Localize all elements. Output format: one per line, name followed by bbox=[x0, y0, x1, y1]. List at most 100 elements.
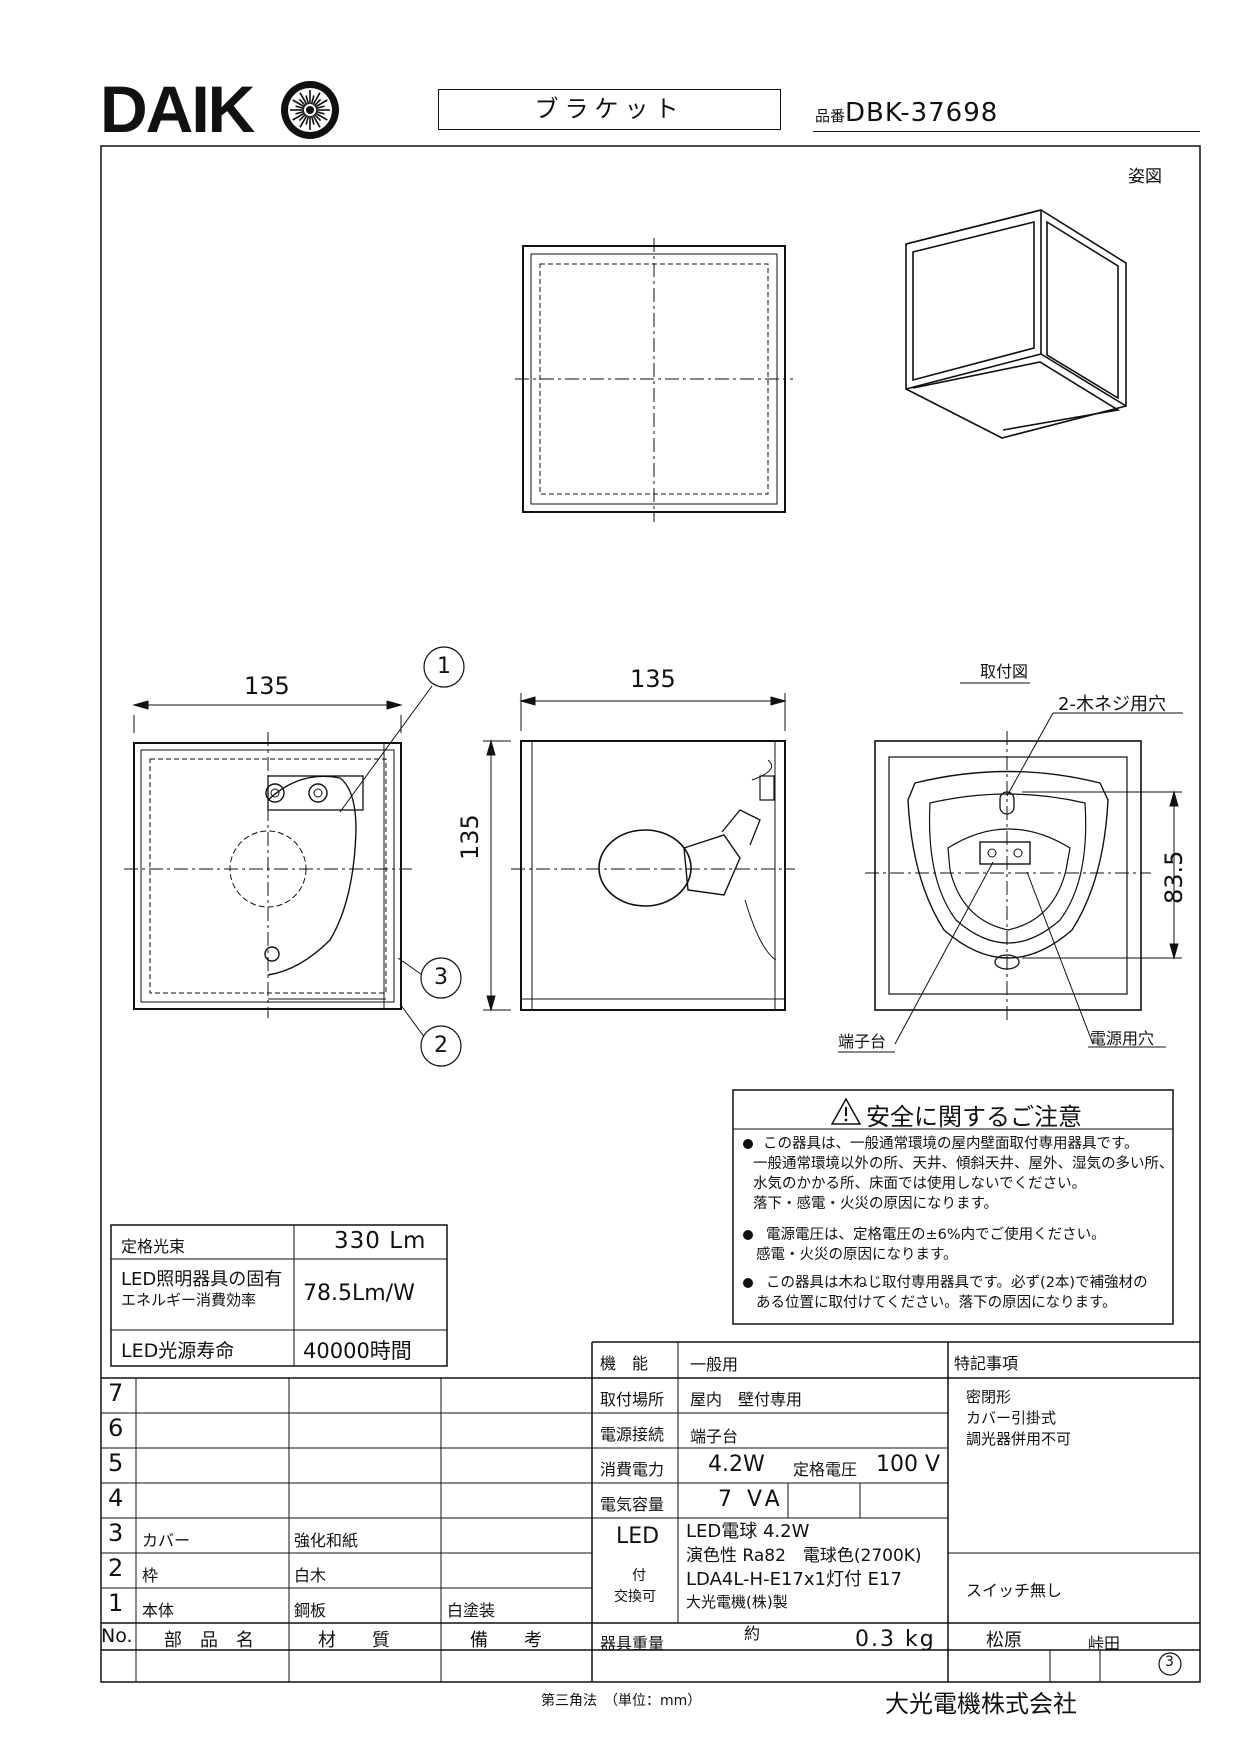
power-hole-label: 電源用穴 bbox=[1090, 1029, 1155, 1048]
safety-line: 感電・火災の原因になります。 bbox=[756, 1247, 958, 1263]
led-line: 演色性 Ra82 電球色(2700K) bbox=[686, 1546, 922, 1566]
company-name: 大光電機株式会社 bbox=[885, 1690, 1077, 1718]
safety-item-2: 電源電圧は、定格電圧の±6%内でご使用ください。 感電・火災の原因になります。 bbox=[756, 1225, 1106, 1265]
parts-header-name: 部 品 名 bbox=[164, 1630, 254, 1651]
safety-line: 一般通常環境以外の所、天井、傾斜天井、屋外、湿気の多い所、 bbox=[753, 1156, 1174, 1172]
warning-icon bbox=[830, 1097, 862, 1125]
callout-1: 1 bbox=[437, 654, 451, 679]
part-note: 白塗装 bbox=[447, 1601, 496, 1620]
led-details: LED電球 4.2W 演色性 Ra82 電球色(2700K) LDA4L-H-E… bbox=[686, 1520, 922, 1612]
dim-left-width bbox=[132, 700, 403, 733]
spec-label-eff: LED照明器具の固有 エネルギー消費効率 bbox=[121, 1270, 282, 1310]
note-line: カバー引掛式 bbox=[966, 1409, 1057, 1427]
row-no-1: 1 bbox=[108, 1589, 124, 1617]
row-no-4: 4 bbox=[108, 1484, 124, 1512]
leaders bbox=[339, 682, 1183, 1053]
connection-value: 端子台 bbox=[690, 1427, 739, 1446]
safety-item-3: この器具は木ねじ取付専用器具です。必ず(2本)で補強材の ある位置に取付けてくだ… bbox=[756, 1273, 1148, 1313]
spec-table-lines bbox=[110, 1224, 448, 1367]
product-type: ブラケット bbox=[534, 95, 685, 123]
screw-holes-label: 2-木ネジ用穴 bbox=[1058, 694, 1166, 715]
part-name: 枠 bbox=[142, 1566, 159, 1585]
spec-value-flux: 330 Lm bbox=[334, 1228, 427, 1254]
callout-circles bbox=[420, 646, 465, 1067]
spec-value-life: 40000時間 bbox=[303, 1339, 412, 1363]
callout-2: 2 bbox=[434, 1033, 448, 1058]
dim-left-width-label: 135 bbox=[244, 672, 290, 700]
parts-header-note: 備 考 bbox=[470, 1630, 542, 1651]
power-value: 4.2W bbox=[708, 1452, 765, 1477]
part-material: 白木 bbox=[294, 1566, 327, 1585]
terminal-label: 端子台 bbox=[838, 1032, 887, 1051]
mount-label: 取付場所 bbox=[600, 1390, 665, 1409]
callout-3: 3 bbox=[434, 965, 448, 990]
safety-item-1: この器具は、一般通常環境の屋内壁面取付専用器具です。 一般通常環境以外の所、天井… bbox=[753, 1134, 1174, 1214]
notes-lines: 密閉形 カバー引掛式 調光器併用不可 bbox=[966, 1387, 1071, 1450]
led-label: LED bbox=[616, 1524, 660, 1549]
part-no-value: DBK-37698 bbox=[845, 98, 999, 128]
led-line: LDA4L-H-E17x1灯付 E17 bbox=[686, 1569, 902, 1590]
safety-line: 落下・感電・火災の原因になります。 bbox=[753, 1196, 999, 1212]
spec-label-flux: 定格光束 bbox=[121, 1237, 186, 1256]
parts-header-no: No. bbox=[101, 1625, 133, 1647]
note-line: 調光器併用不可 bbox=[966, 1430, 1072, 1448]
brand-name: DAIK bbox=[100, 72, 255, 146]
part-name: 本体 bbox=[142, 1601, 175, 1620]
row-no-3: 3 bbox=[108, 1519, 124, 1547]
spec-label-life: LED光源寿命 bbox=[121, 1340, 235, 1362]
power-label: 消費電力 bbox=[600, 1460, 665, 1479]
safety-title: 安全に関するご注意 bbox=[866, 1103, 1082, 1131]
parts-header-material: 材 質 bbox=[318, 1630, 390, 1651]
iso-view bbox=[905, 208, 1127, 439]
part-name: カバー bbox=[142, 1531, 191, 1550]
weight-prefix: 約 bbox=[744, 1624, 761, 1643]
capacity-value: 7 VA bbox=[718, 1487, 784, 1512]
section-view bbox=[511, 740, 795, 1011]
mount-view bbox=[865, 731, 1151, 1020]
row-no-6: 6 bbox=[108, 1414, 124, 1442]
safety-line: この器具は木ねじ取付専用器具です。必ず(2本)で補強材の bbox=[766, 1275, 1148, 1291]
led-label-2: 付 bbox=[632, 1568, 646, 1584]
spec-label-eff-1: LED照明器具の固有 bbox=[121, 1269, 283, 1290]
dim-height bbox=[483, 739, 511, 1012]
function-value: 一般用 bbox=[690, 1355, 739, 1374]
mount-title: 取付図 bbox=[980, 662, 1029, 681]
voltage-label: 定格電圧 bbox=[793, 1460, 858, 1479]
part-no-underline bbox=[813, 131, 1200, 132]
safety-line: ある位置に取付けてください。落下の原因になります。 bbox=[756, 1295, 1117, 1311]
notes-title: 特記事項 bbox=[954, 1354, 1019, 1373]
dim-section-width bbox=[519, 693, 787, 731]
weight-value: 0.3 kg bbox=[855, 1627, 936, 1652]
checker: 峠田 bbox=[1088, 1634, 1121, 1653]
front-view-top bbox=[515, 238, 793, 522]
designer: 松原 bbox=[986, 1630, 1022, 1651]
function-label: 機 能 bbox=[600, 1354, 649, 1373]
dim-pitch bbox=[1022, 790, 1182, 960]
left-view bbox=[124, 732, 412, 1018]
weight-label: 器具重量 bbox=[600, 1634, 665, 1653]
switch-note: スイッチ無し bbox=[966, 1581, 1063, 1600]
row-no-5: 5 bbox=[108, 1449, 124, 1477]
mount-value: 屋内 壁付専用 bbox=[690, 1390, 803, 1409]
row-no-2: 2 bbox=[108, 1554, 124, 1582]
part-material: 強化和紙 bbox=[294, 1531, 359, 1550]
safety-line: この器具は、一般通常環境の屋内壁面取付専用器具です。 bbox=[763, 1136, 1139, 1152]
safety-line: 水気のかかる所、床面では使用しないでください。 bbox=[753, 1176, 1087, 1192]
revision: 3 bbox=[1165, 1654, 1174, 1670]
led-label-3: 交換可 bbox=[614, 1589, 656, 1605]
spec-label-eff-2: エネルギー消費効率 bbox=[121, 1291, 257, 1309]
part-no-label: 品番 bbox=[815, 107, 846, 125]
product-type-box: ブラケット bbox=[438, 89, 781, 130]
voltage-value: 100 V bbox=[876, 1452, 941, 1477]
bottom-table-lines bbox=[101, 1341, 1200, 1682]
appearance-label: 姿図 bbox=[1128, 167, 1162, 187]
dim-pitch-label: 83.5 bbox=[1160, 850, 1188, 904]
dim-height-label: 135 bbox=[456, 814, 484, 860]
part-material: 鋼板 bbox=[294, 1601, 327, 1620]
spec-value-eff: 78.5Lm/W bbox=[303, 1281, 415, 1306]
row-no-7: 7 bbox=[108, 1379, 124, 1407]
safety-line: 電源電圧は、定格電圧の±6%内でご使用ください。 bbox=[766, 1227, 1106, 1243]
capacity-label: 電気容量 bbox=[600, 1495, 665, 1514]
dim-section-width-label: 135 bbox=[630, 665, 676, 693]
led-line: 大光電機(株)製 bbox=[686, 1593, 788, 1611]
